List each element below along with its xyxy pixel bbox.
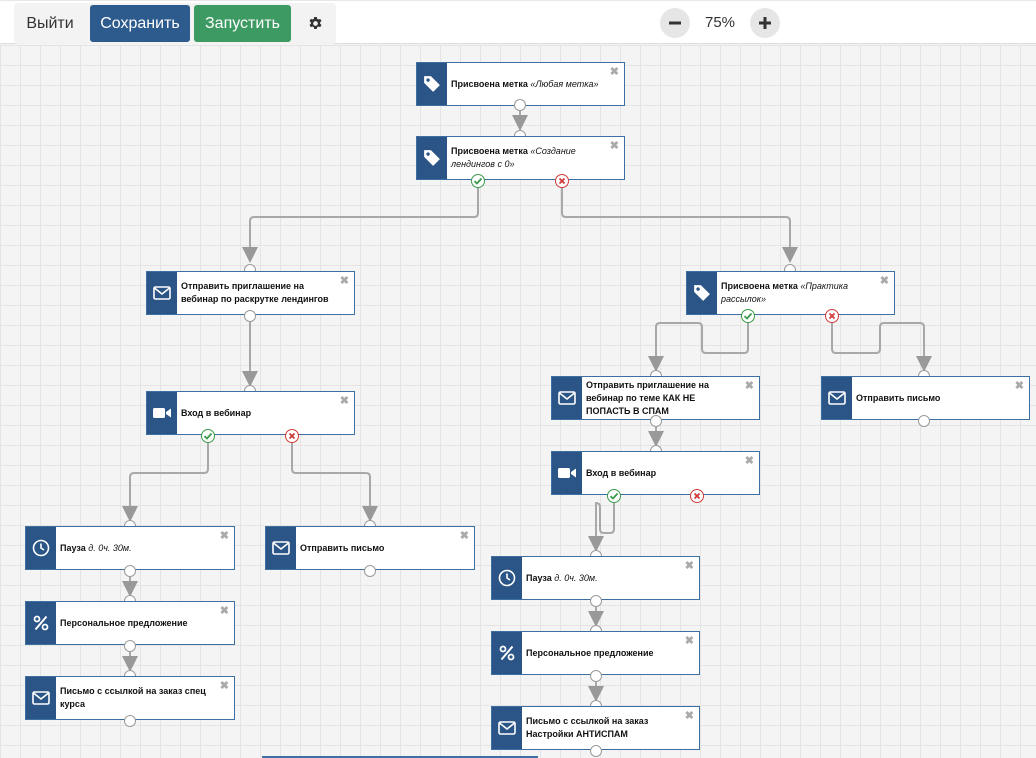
no-port[interactable]: [285, 429, 299, 443]
close-icon[interactable]: ✖: [340, 394, 349, 407]
cross-icon: [557, 176, 567, 186]
cross-icon: [287, 431, 297, 441]
personal-offer-node[interactable]: Персональное предложение ✖: [491, 631, 700, 675]
close-icon[interactable]: ✖: [220, 679, 229, 692]
node-label: Вход в вебинар: [582, 467, 674, 480]
node-label: Отправить письмо: [852, 392, 958, 405]
close-icon[interactable]: ✖: [220, 604, 229, 617]
zoom-in-button[interactable]: [750, 8, 780, 38]
output-port[interactable]: [590, 670, 602, 682]
percent-icon: [498, 644, 516, 662]
node-label: Персональное предложение: [56, 617, 205, 630]
envelope-icon: [153, 286, 171, 300]
no-port[interactable]: [555, 174, 569, 188]
percent-icon: [32, 614, 50, 632]
send-invite-landings-node[interactable]: Отправить приглашение на вебинар по раск…: [146, 271, 355, 315]
close-icon[interactable]: ✖: [745, 379, 754, 392]
close-icon[interactable]: ✖: [685, 709, 694, 722]
output-port[interactable]: [124, 715, 136, 727]
toolbar: Выйти Сохранить Запустить 75%: [0, 0, 1036, 44]
close-icon[interactable]: ✖: [1015, 379, 1024, 392]
output-port[interactable]: [124, 640, 136, 652]
clock-icon: [498, 569, 516, 587]
condition-node-tag-landings[interactable]: Присвоена метка «Создание лендингов с 0»…: [416, 136, 625, 180]
save-button[interactable]: Сохранить: [90, 5, 190, 42]
course-order-letter-node[interactable]: Письмо с ссылкой на заказ спец курса ✖: [25, 676, 235, 720]
zoom-level: 75%: [696, 14, 744, 31]
cross-icon: [827, 311, 837, 321]
send-invite-antispam-node[interactable]: Отправить приглашение на вебинар по теме…: [551, 376, 760, 420]
flow-canvas[interactable]: Присвоена метка «Любая метка» ✖ Присвоен…: [0, 45, 1036, 758]
check-icon: [609, 491, 619, 501]
zoom-out-button[interactable]: [660, 8, 690, 38]
node-label: Вход в вебинар: [177, 407, 269, 420]
node-label: Персональное предложение: [522, 647, 671, 660]
envelope-icon: [272, 541, 290, 555]
send-letter-node[interactable]: Отправить письмо ✖: [265, 526, 475, 570]
close-icon[interactable]: ✖: [745, 454, 754, 467]
node-label: Присвоена метка «Любая метка»: [447, 78, 617, 91]
node-label: Отправить письмо: [296, 542, 402, 555]
condition-node-tag-mailing[interactable]: Присвоена метка «Практика рассылок» ✖: [686, 271, 895, 315]
yes-port[interactable]: [471, 174, 485, 188]
plus-icon: [759, 17, 771, 29]
exit-button[interactable]: Выйти: [14, 5, 86, 42]
output-port[interactable]: [918, 415, 930, 427]
node-label: Отправить приглашение на вебинар по теме…: [582, 379, 759, 418]
output-port[interactable]: [590, 745, 602, 757]
personal-offer-node[interactable]: Персональное предложение ✖: [25, 601, 235, 645]
node-label: Пауза д. 0ч. 30м.: [522, 572, 616, 585]
envelope-icon: [498, 721, 516, 735]
video-icon: [152, 406, 172, 420]
yes-port[interactable]: [741, 309, 755, 323]
tag-icon: [423, 149, 441, 167]
output-port[interactable]: [590, 595, 602, 607]
tag-icon: [423, 75, 441, 93]
close-icon[interactable]: ✖: [685, 634, 694, 647]
output-port[interactable]: [364, 565, 376, 577]
close-icon[interactable]: ✖: [685, 559, 694, 572]
close-icon[interactable]: ✖: [340, 274, 349, 287]
check-icon: [743, 311, 753, 321]
node-label: Пауза д. 0ч. 30м.: [56, 542, 150, 555]
webinar-entry-node[interactable]: Вход в вебинар ✖: [551, 451, 760, 495]
output-port[interactable]: [514, 99, 526, 111]
clock-icon: [32, 539, 50, 557]
close-icon[interactable]: ✖: [880, 274, 889, 287]
no-port[interactable]: [825, 309, 839, 323]
check-icon: [203, 431, 213, 441]
pause-node[interactable]: Пауза д. 0ч. 30м. ✖: [25, 526, 235, 570]
send-letter-node[interactable]: Отправить письмо ✖: [821, 376, 1030, 420]
node-label: Присвоена метка «Практика рассылок»: [717, 280, 894, 306]
settings-button[interactable]: [295, 5, 335, 42]
gear-icon: [308, 16, 323, 31]
minus-icon: [669, 17, 681, 29]
envelope-icon: [32, 691, 50, 705]
yes-port[interactable]: [607, 489, 621, 503]
node-label: Отправить приглашение на вебинар по раск…: [177, 280, 354, 306]
output-port[interactable]: [124, 565, 136, 577]
node-label: Письмо с ссылкой на заказ спец курса: [56, 685, 234, 711]
close-icon[interactable]: ✖: [610, 139, 619, 152]
antispam-order-letter-node[interactable]: Письмо с ссылкой на заказ Настройки АНТИ…: [491, 706, 700, 750]
close-icon[interactable]: ✖: [220, 529, 229, 542]
node-label: Письмо с ссылкой на заказ Настройки АНТИ…: [522, 715, 699, 741]
node-label: Присвоена метка «Создание лендингов с 0»: [447, 145, 624, 171]
tag-icon: [693, 284, 711, 302]
no-port[interactable]: [690, 489, 704, 503]
webinar-entry-node[interactable]: Вход в вебинар ✖: [146, 391, 355, 435]
close-icon[interactable]: ✖: [610, 65, 619, 78]
output-port[interactable]: [244, 310, 256, 322]
cross-icon: [692, 491, 702, 501]
yes-port[interactable]: [201, 429, 215, 443]
envelope-icon: [558, 391, 576, 405]
run-button[interactable]: Запустить: [194, 5, 291, 42]
close-icon[interactable]: ✖: [460, 529, 469, 542]
check-icon: [473, 176, 483, 186]
video-icon: [557, 466, 577, 480]
output-port[interactable]: [650, 415, 662, 427]
envelope-icon: [828, 391, 846, 405]
pause-node[interactable]: Пауза д. 0ч. 30м. ✖: [491, 556, 700, 600]
